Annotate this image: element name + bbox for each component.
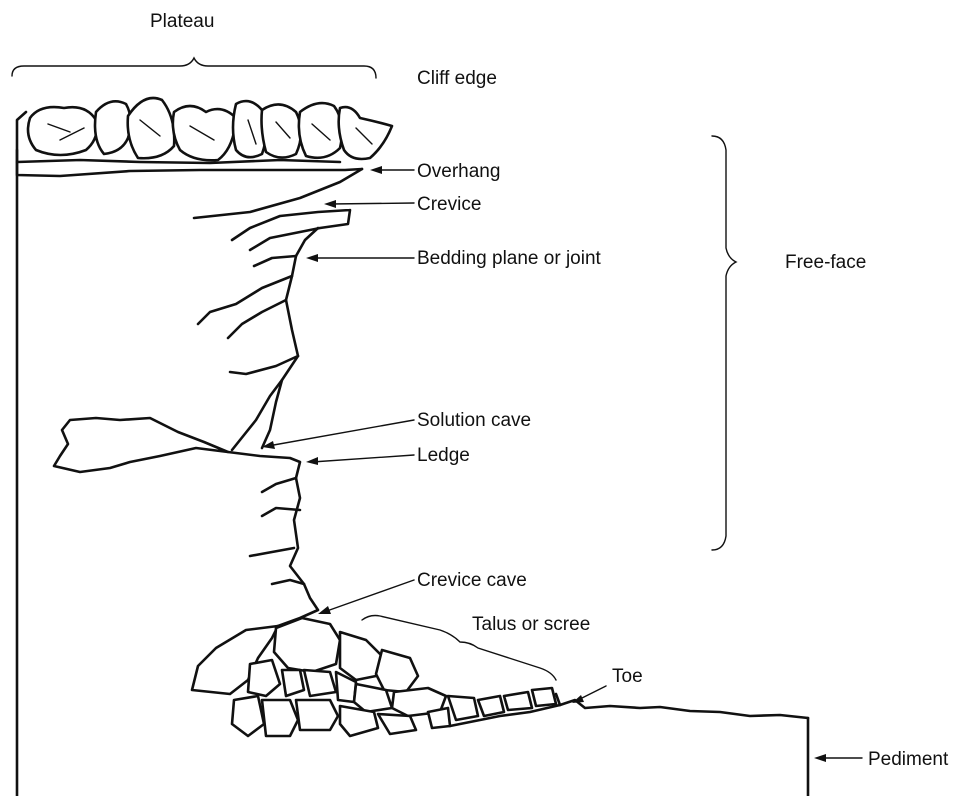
- plateau-vegetation: [17, 98, 392, 176]
- crevice-label: Crevice: [417, 194, 481, 215]
- joint-crack-branch: [198, 256, 298, 450]
- free-face-brace: [712, 136, 736, 550]
- bedding-plane-label: Bedding plane or joint: [417, 248, 602, 269]
- toe-label: Toe: [612, 666, 643, 687]
- plateau-brace: [12, 58, 376, 78]
- pediment-label: Pediment: [868, 749, 949, 770]
- free-face-label: Free-face: [785, 252, 866, 273]
- talus-label: Talus or scree: [472, 614, 590, 635]
- solution-cave-label: Solution cave: [417, 410, 531, 431]
- solution-cave-outline: [54, 418, 228, 472]
- plateau-label: Plateau: [150, 11, 214, 32]
- crevice-crack: [232, 210, 350, 250]
- cliff-edge-label: Cliff edge: [417, 68, 497, 89]
- cliff-left-edge: [17, 112, 26, 796]
- joint-crack: [262, 228, 318, 448]
- overhang-label: Overhang: [417, 161, 500, 182]
- ledge-label: Ledge: [417, 445, 470, 466]
- talus-blocks: [192, 618, 560, 736]
- ledge-profile: [228, 452, 318, 626]
- crevice-cave-label: Crevice cave: [417, 570, 527, 591]
- ground-surface: [560, 700, 808, 718]
